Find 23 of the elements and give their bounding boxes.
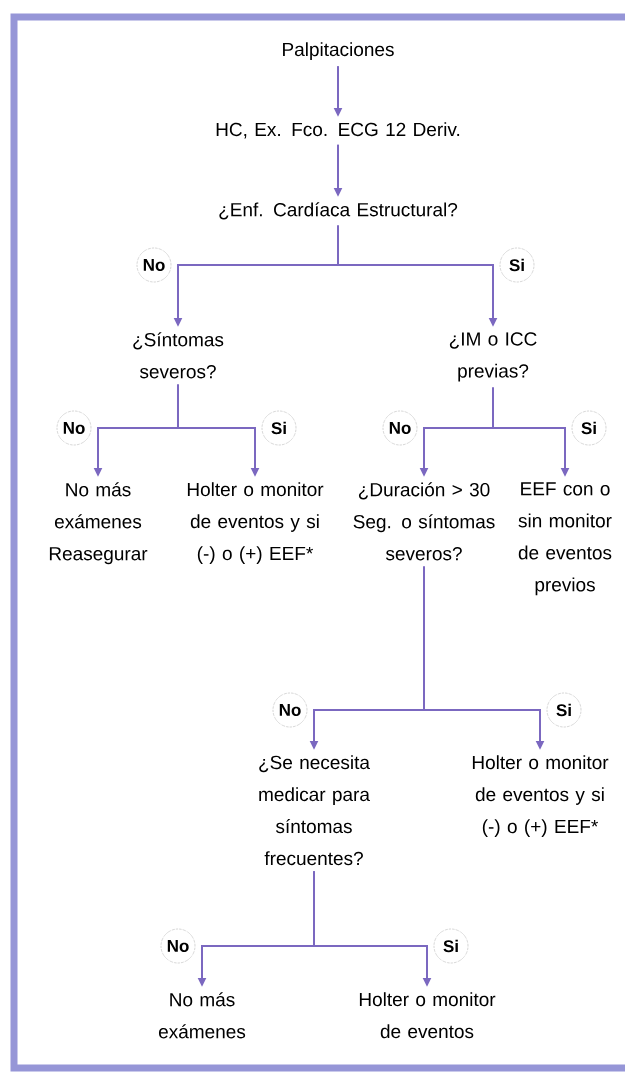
flow-text: ¿Se necesita medicar para síntomas frecuentes? (259, 755, 370, 866)
edge-label: No (272, 692, 308, 728)
flow-text: Holter o monitor de eventos y si (-) o (+) EEF* (472, 755, 609, 837)
flow-text: HC, Ex. Fco. ECG 12 Deriv. (216, 122, 460, 139)
flow-text: Holter o monitor de eventos y si (-) o (+) EEF* (187, 482, 324, 564)
edge-label: Si (546, 692, 582, 728)
flow-text: No más exámenes (158, 992, 246, 1039)
flow-text: ¿Enf. Cardíaca Estructural? (219, 202, 458, 220)
edge-label: Si (261, 410, 297, 446)
edge-label: No (136, 247, 172, 283)
edge-label: Si (433, 928, 469, 964)
edge-label: No (56, 410, 92, 446)
flow-text: ¿Duración > 30 Seg. o síntomas severos? (353, 482, 495, 561)
edge-label: Si (571, 410, 607, 446)
flow-text: ¿IM o ICC previas? (449, 332, 537, 382)
edge-label: No (160, 928, 196, 964)
flow-text: EEF con o sin monitor de eventos previos (518, 482, 612, 596)
flow-text: ¿Síntomas severos? (133, 332, 224, 379)
edge-label: Si (499, 247, 535, 283)
flow-text: Palpitaciones (283, 42, 394, 60)
flow-text: No más exámenes Reasegurar (49, 482, 148, 565)
edge-label: No (382, 410, 418, 446)
flow-text: Holter o monitor de eventos (359, 992, 496, 1039)
